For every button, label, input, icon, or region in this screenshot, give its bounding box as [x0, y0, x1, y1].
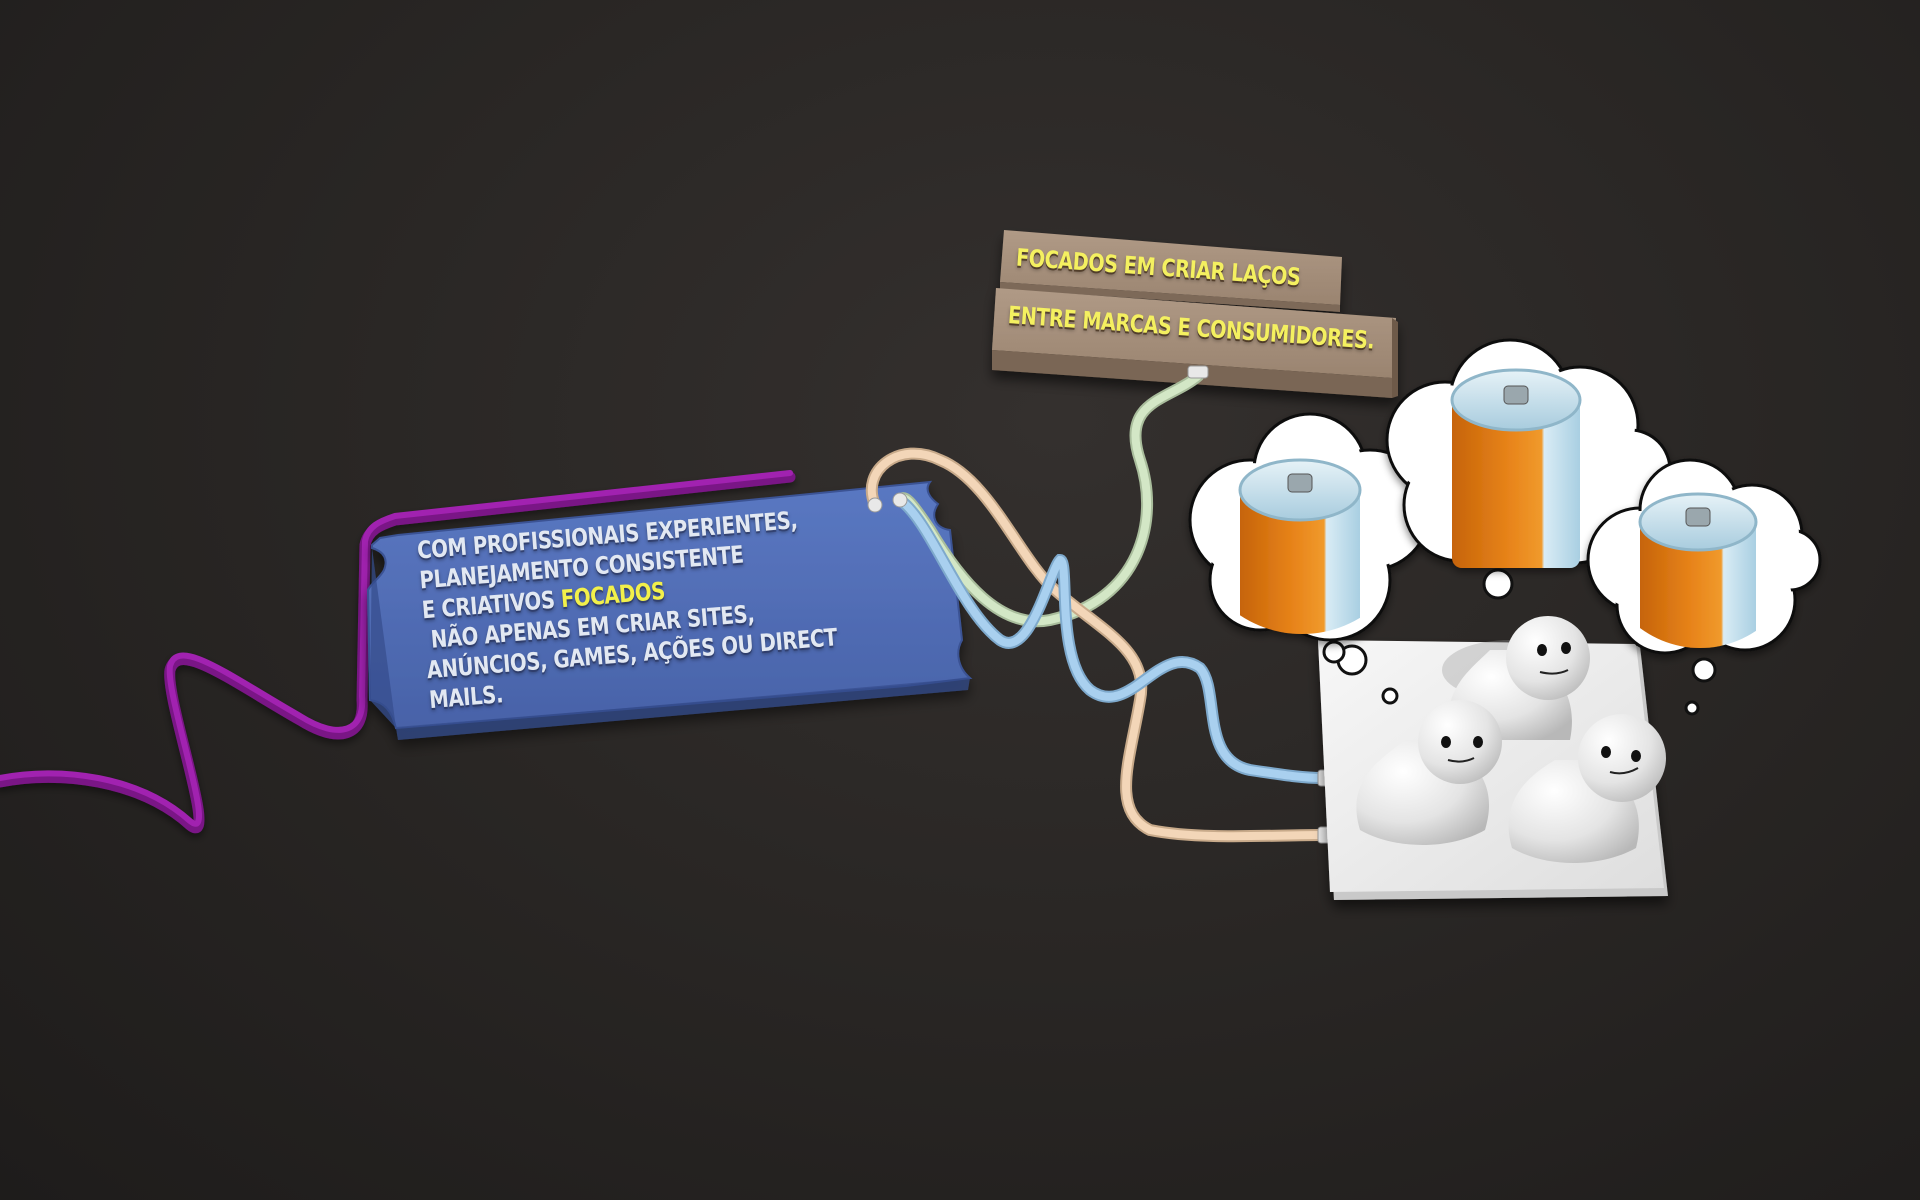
thought-cloud-icon	[1586, 458, 1822, 655]
blue-plaque	[366, 480, 973, 740]
thought-cloud-icon	[1385, 338, 1672, 568]
sign-line-1: Focados em criar laços	[1015, 243, 1302, 292]
sign-line-2: entre marcas e consumidores.	[1007, 301, 1376, 355]
beverage-can-icon	[1638, 492, 1758, 648]
figure-pawn-icon	[1508, 714, 1666, 863]
beverage-can-icon	[1238, 458, 1362, 634]
thought-bubbles-small	[1322, 568, 1717, 716]
brown-sign-label: Focados em criar laços entre marcas e co…	[986, 230, 1395, 398]
brown-sign	[992, 230, 1398, 398]
figure-pawn-icon	[1356, 700, 1502, 845]
connector-tubes	[865, 365, 1333, 844]
thought-cloud-icon	[1188, 412, 1432, 642]
blue-plaque-label: Com profissionais experientes, planejame…	[360, 441, 965, 714]
plaque-message: Com profissionais experientes, planejame…	[416, 499, 888, 715]
purple-ribbon	[0, 470, 796, 834]
beverage-can-icon	[1450, 368, 1582, 568]
